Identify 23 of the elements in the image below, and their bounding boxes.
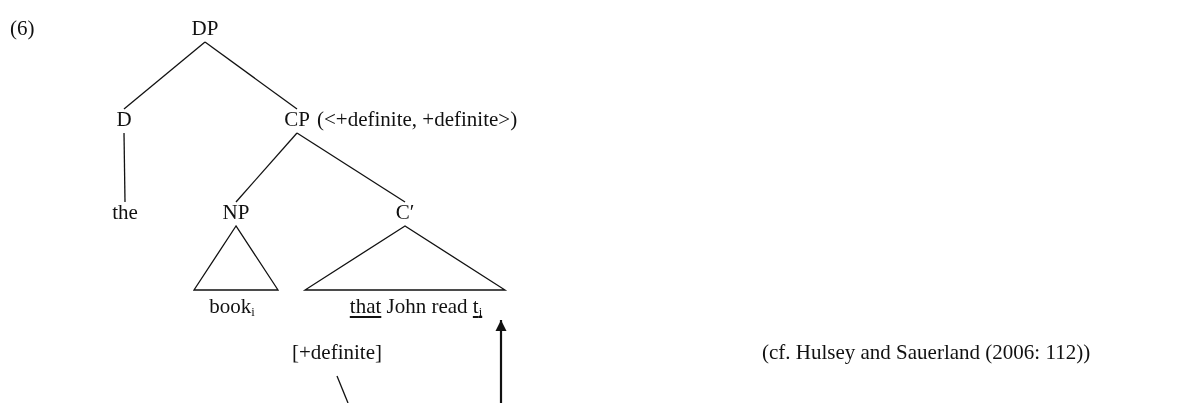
arrow [495, 320, 507, 403]
tree-node-label: CP [284, 107, 310, 131]
tree-node-label: [+definite] [292, 340, 382, 364]
tree-triangle [192, 224, 280, 291]
tree-branch-line [204, 41, 298, 110]
tree-node-label: DP [191, 16, 219, 40]
tree-node-label: book$_{i}$ [209, 294, 255, 318]
tree-branch-line [235, 132, 298, 203]
terminal-word: t$_{i}$ [472, 294, 483, 318]
tree-triangle [302, 225, 508, 291]
tree-branch-line [123, 41, 206, 110]
terminal-word: John read [386, 294, 468, 318]
terminal-word: that [349, 294, 382, 318]
feature-annotation: (<+definite, +definite>) [317, 107, 518, 131]
tree-node-label: NP [222, 200, 250, 224]
tree-branch-line [123, 132, 126, 203]
example-number: (6) [10, 16, 35, 40]
tree-branch-line [336, 375, 349, 403]
citation-note: (cf. Hulsey and Sauerland (2006: 112)) [762, 340, 1091, 364]
tree-branch-line [296, 132, 406, 203]
tree-node-label: the [112, 200, 138, 224]
tree-node-label: D [116, 107, 132, 131]
tree-node-label: C′ [395, 200, 415, 224]
